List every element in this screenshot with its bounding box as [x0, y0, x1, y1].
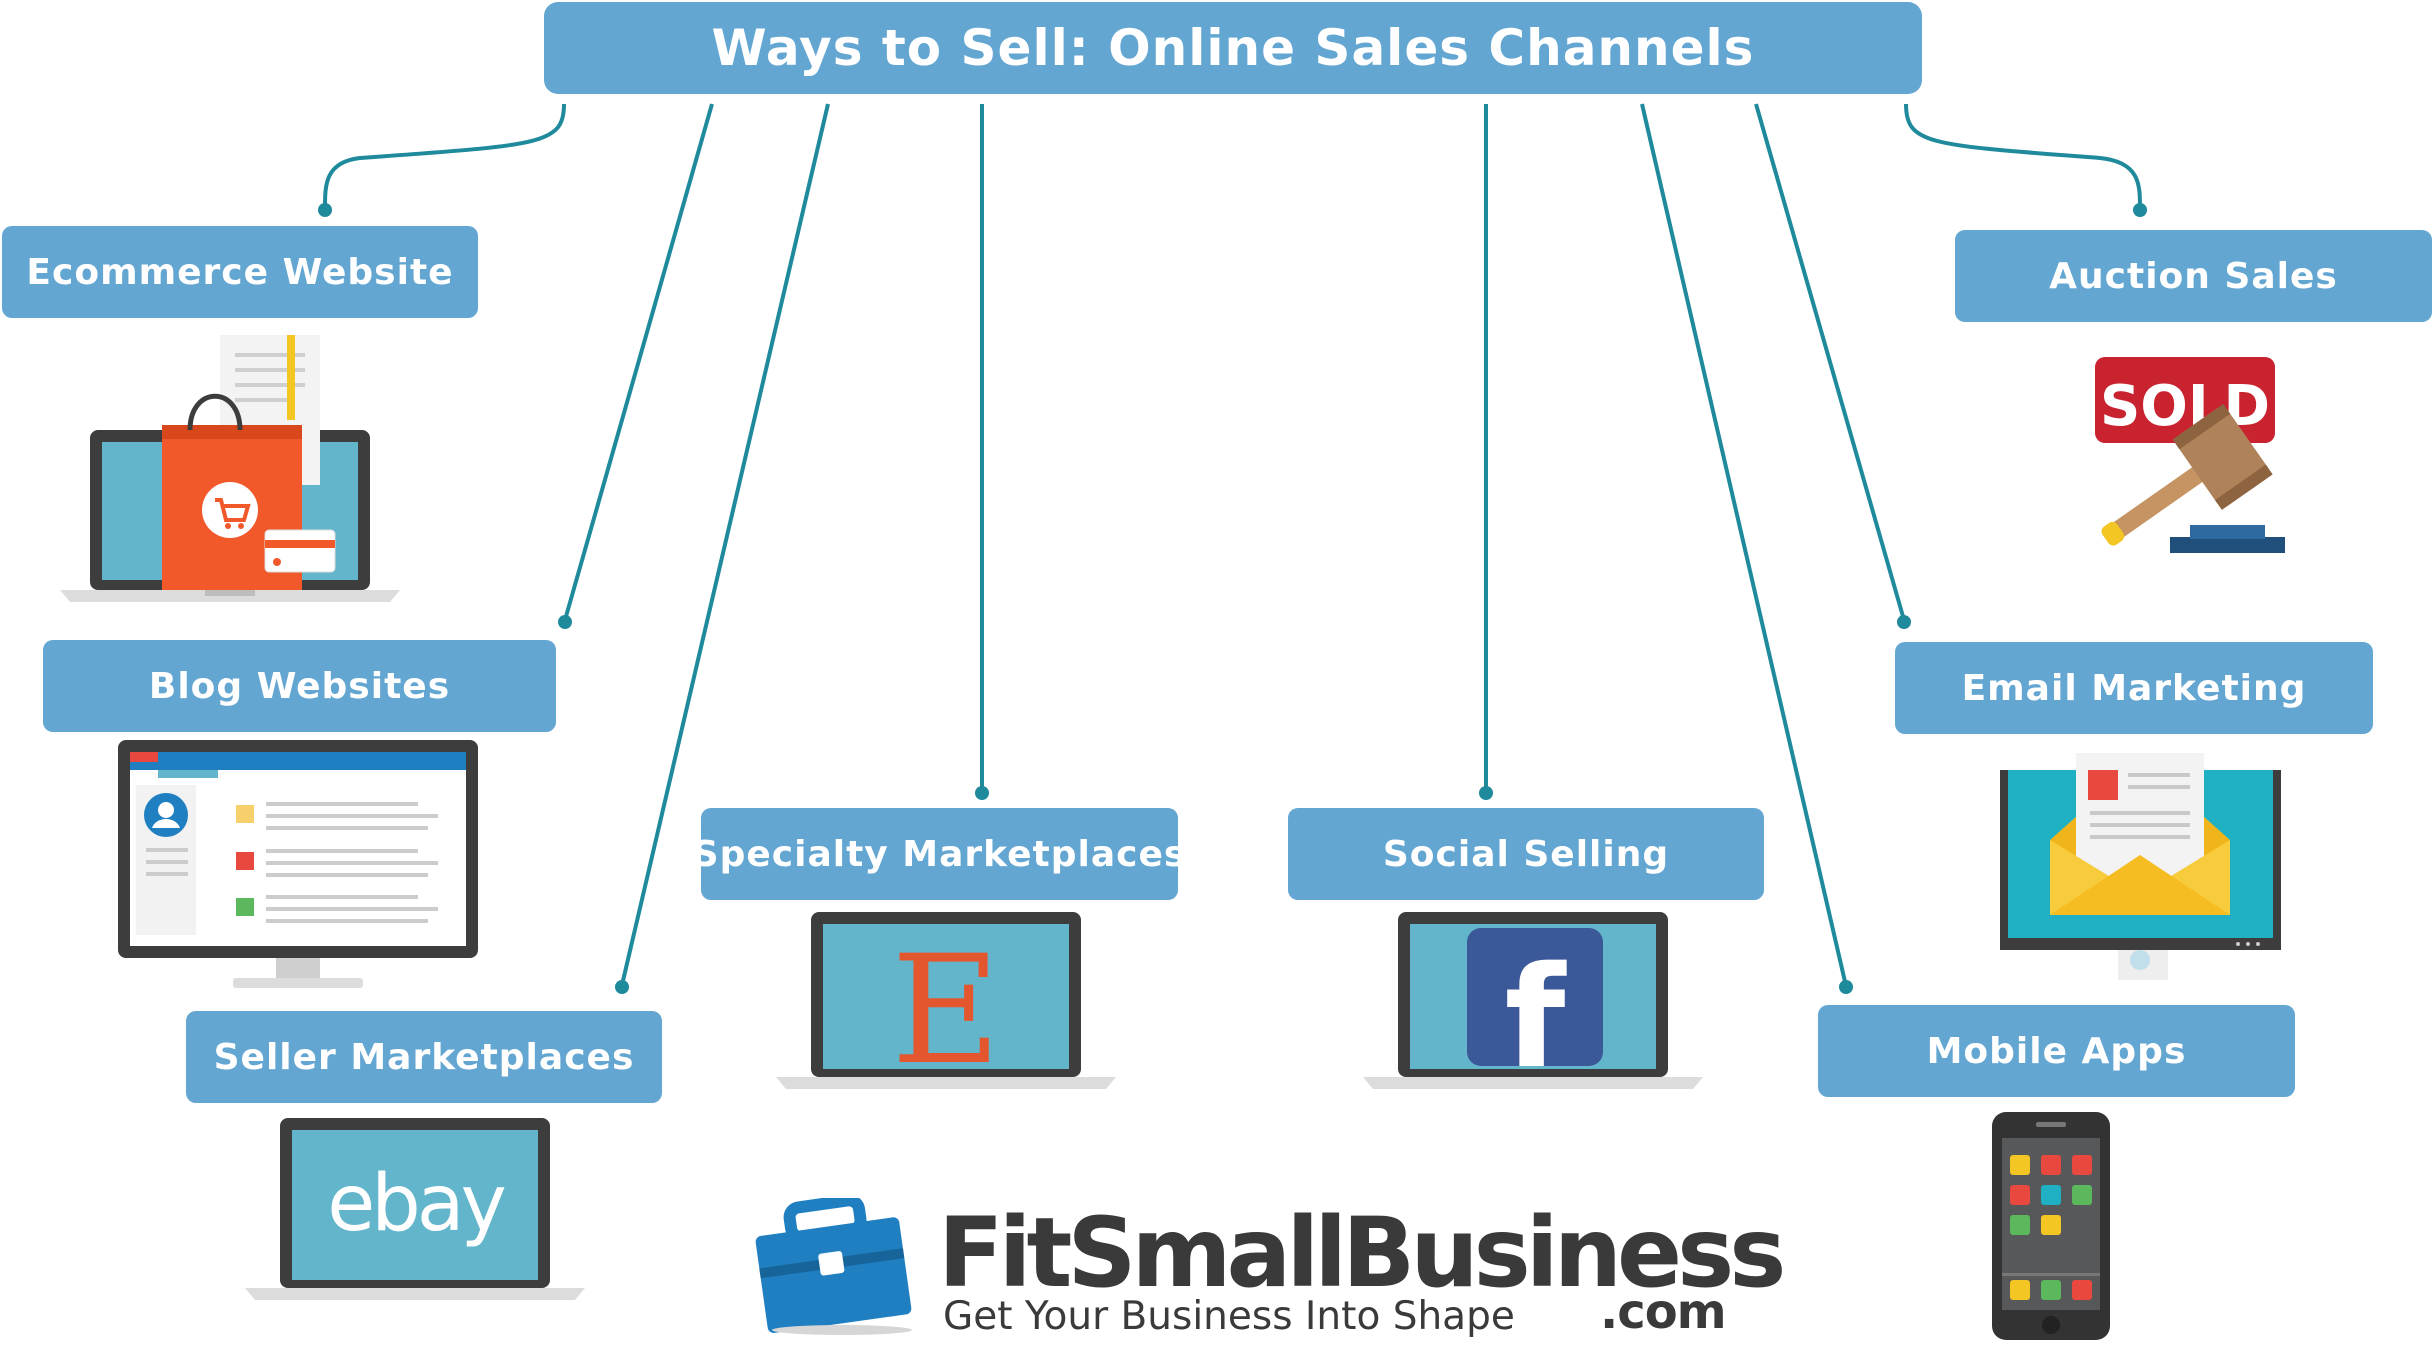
sold-sign-text: SOLD — [2100, 374, 2270, 439]
facebook-logo-text: f — [1505, 937, 1568, 1097]
channel-ecommerce-website: Ecommerce Website — [2, 226, 478, 318]
brand-domain: .com — [1600, 1284, 1727, 1340]
briefcase-logo-icon — [755, 1198, 912, 1335]
laptop-shopping-bag-icon — [60, 335, 400, 602]
channel-email-marketing: Email Marketing — [1895, 642, 2373, 734]
channel-seller-marketplaces: Seller Marketplaces — [186, 1011, 662, 1103]
connector-dot-mobile — [1839, 980, 1853, 994]
etsy-logo-text: E — [891, 924, 1001, 1097]
channel-mobile-apps: Mobile Apps — [1818, 1005, 2295, 1097]
gavel-sold-icon: SOLD — [2095, 357, 2285, 553]
connector-dot-specialty — [975, 786, 989, 800]
diagram-title: Ways to Sell: Online Sales Channels — [544, 2, 1922, 94]
connector-dot-auction — [2133, 203, 2147, 217]
brand-name: FitSmallBusiness — [938, 1197, 1786, 1309]
channel-specialty-marketplaces: Specialty Marketplaces — [693, 808, 1185, 900]
monitor-blog-page-icon — [118, 740, 478, 988]
laptop-facebook-icon: f — [1363, 912, 1703, 1097]
channel-social-selling: Social Selling — [1288, 808, 1764, 900]
connector-seller — [620, 103, 830, 986]
connector-dot-seller — [615, 980, 629, 994]
channel-auction-sales: Auction Sales — [1955, 230, 2432, 322]
connector-mobile — [1640, 103, 1848, 987]
ebay-logo-text: ebay — [327, 1159, 504, 1249]
connector-ecommerce — [323, 103, 566, 209]
smartphone-apps-icon — [1992, 1112, 2110, 1340]
connector-email — [1754, 103, 1906, 621]
channel-blog-websites: Blog Websites — [43, 640, 556, 732]
monitor-envelope-icon — [2000, 753, 2281, 980]
connector-dot-blog — [558, 615, 572, 629]
brand-tagline: Get Your Business Into Shape — [943, 1294, 1515, 1339]
laptop-ebay-icon: ebay — [245, 1118, 585, 1300]
connector-blog — [563, 103, 714, 621]
connector-dot-ecommerce — [318, 203, 332, 217]
connector-dot-social — [1479, 786, 1493, 800]
connector-dot-email — [1897, 615, 1911, 629]
laptop-etsy-icon: E — [776, 912, 1116, 1097]
connector-auction — [1904, 103, 2142, 209]
